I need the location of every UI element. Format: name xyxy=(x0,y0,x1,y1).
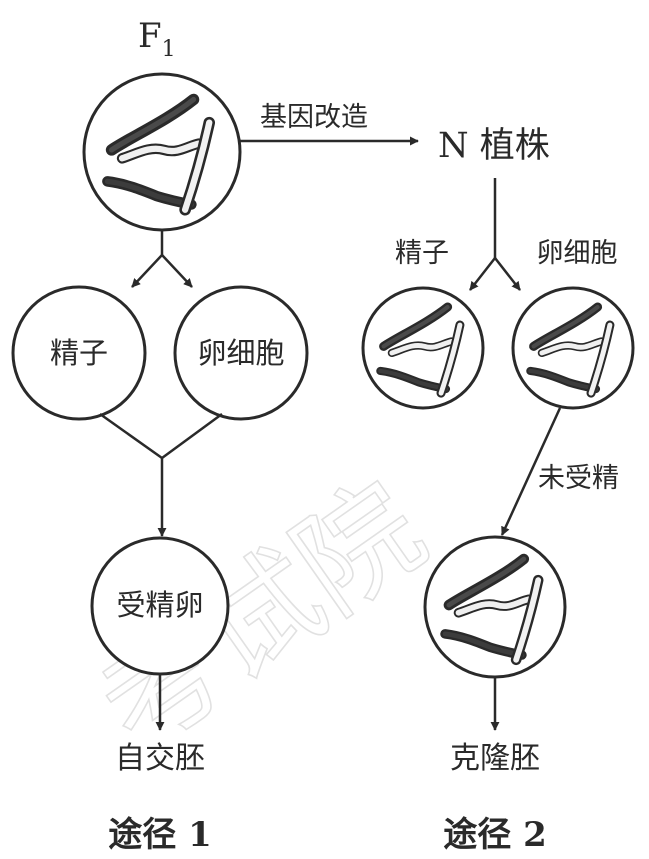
route2-branch-arrows xyxy=(469,257,521,291)
f1-cell xyxy=(82,72,242,232)
left-sperm-cell xyxy=(11,285,147,421)
unfertilized-label: 未受精 xyxy=(538,463,619,494)
route2-label: 途径 2 xyxy=(443,815,547,855)
gene-modification-label: 基因改造 xyxy=(260,102,368,133)
route1-branch-arrows xyxy=(131,230,193,288)
right-egg-cell xyxy=(511,286,635,410)
route1-label: 途径 1 xyxy=(108,815,212,855)
zygote-label: 受精卵 xyxy=(116,588,203,622)
clone-cell xyxy=(423,535,567,679)
left-egg-label: 卵细胞 xyxy=(197,336,284,370)
right-egg-label: 卵细胞 xyxy=(537,238,618,269)
unfertilized-arrow xyxy=(500,407,562,536)
self-embryo-label: 自交胚 xyxy=(115,741,205,776)
left-egg-cell xyxy=(173,285,309,421)
clone-embryo-label: 克隆胚 xyxy=(450,741,540,776)
right-sperm-label: 精子 xyxy=(395,238,449,269)
f1-label: F1 xyxy=(138,16,176,62)
fertilization-merge-arrow xyxy=(99,412,223,537)
left-sperm-label: 精子 xyxy=(50,336,108,370)
right-sperm-cell xyxy=(361,286,485,410)
n-plant-label: N 植株 xyxy=(438,126,550,166)
